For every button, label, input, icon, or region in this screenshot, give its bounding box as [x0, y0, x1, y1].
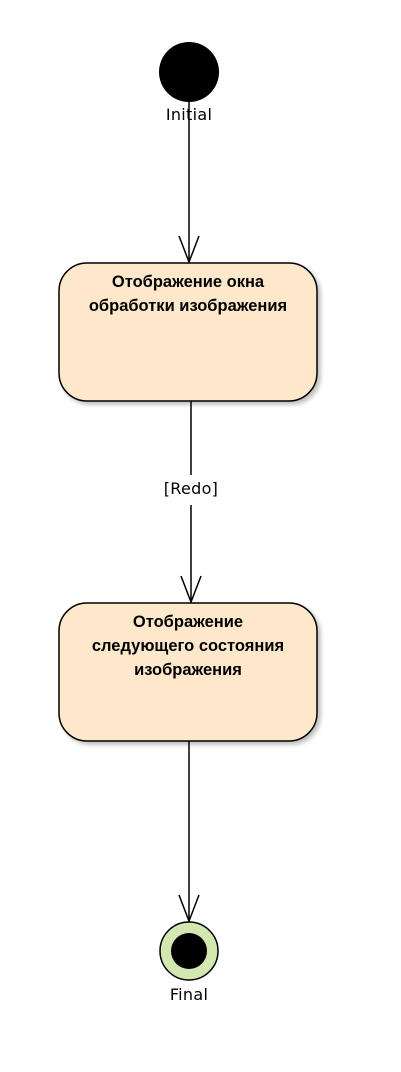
initial-node-label: Initial: [165, 105, 213, 124]
transition-guard-label: [Redo]: [163, 479, 219, 498]
arrowhead-icon: [178, 894, 200, 924]
final-node-core: [171, 933, 207, 969]
transition-initial-to-state1[interactable]: [178, 102, 200, 265]
state-box-display-window[interactable]: [58, 262, 318, 402]
transition-state1-to-state2[interactable]: [180, 401, 202, 605]
arrowhead-icon: [180, 575, 202, 605]
final-node[interactable]: [159, 921, 219, 981]
transition-state2-to-final[interactable]: [178, 741, 200, 924]
state2-line-1: Отображение: [132, 613, 244, 631]
state2-line-3: изображения: [134, 661, 242, 679]
initial-node[interactable]: [159, 42, 219, 102]
state2-line-2: следующего состояния: [91, 637, 285, 655]
state-box-next-state[interactable]: [58, 602, 318, 742]
state1-line-2: обработки изображения: [88, 297, 288, 315]
final-node-label: Final: [169, 985, 209, 1004]
state1-line-1: Отображение окна: [111, 273, 265, 291]
arrowhead-icon: [178, 235, 200, 265]
state2-name: Отображение следующего состояния изображ…: [59, 610, 317, 682]
state1-name: Отображение окна обработки изображения: [59, 270, 317, 318]
